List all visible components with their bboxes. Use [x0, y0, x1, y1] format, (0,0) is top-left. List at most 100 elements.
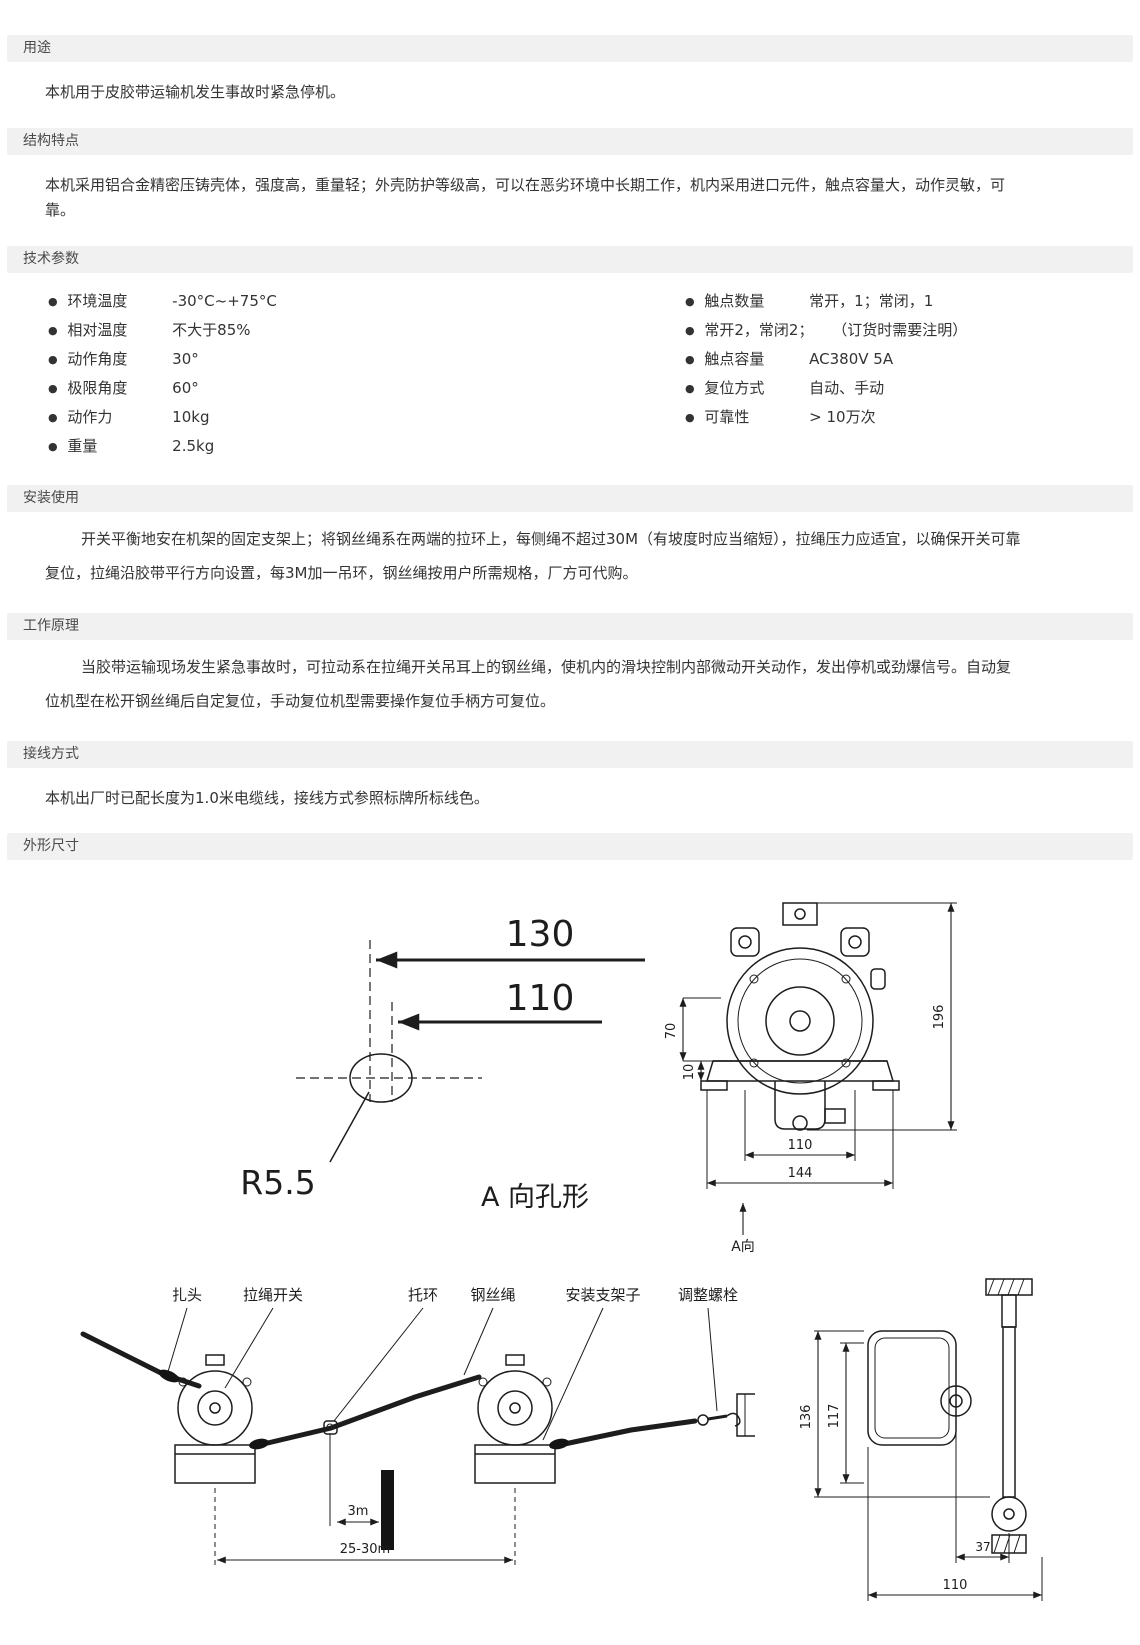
leader-line: [166, 1307, 188, 1376]
tech-params-block: ● 环境温度 -30°C~+75°C ● 相对温度 不大于85% ● 动作角度 …: [48, 287, 1140, 461]
param-label: 重量: [67, 436, 98, 455]
flange-screw: [841, 974, 851, 984]
dim-label-117: 117: [827, 1404, 842, 1429]
flange-screw: [841, 1058, 851, 1068]
wire-rope-run: [80, 1331, 755, 1550]
param-label: 触点数量: [704, 291, 765, 310]
wire-rope-segment: [80, 1331, 202, 1389]
section-header-principle: 工作原理: [7, 612, 1133, 640]
support-ring-hole: [326, 1423, 334, 1431]
section-title-installation: 安装使用: [23, 489, 79, 506]
housing-outer-circle: [726, 947, 874, 1095]
bullet-icon: ●: [48, 410, 58, 424]
section-header-dimensions: 外形尺寸: [7, 833, 1133, 860]
param-row: ● 动作角度 30°: [48, 345, 685, 374]
right-ear: [840, 927, 870, 957]
pull-rope-switch-left: [174, 1354, 256, 1484]
section-title-structure: 结构特点: [23, 132, 79, 149]
dim-label-70: 70: [664, 1023, 679, 1040]
top-stem: [1001, 1294, 1017, 1328]
label-support-ring: 托环: [408, 1286, 438, 1304]
pull-hole-shape: [349, 1053, 413, 1103]
section-header-structure: 结构特点: [7, 127, 1133, 155]
bullet-icon: ●: [685, 294, 695, 308]
left-foot: [700, 1080, 728, 1091]
param-label: 常开2，常闭2；: [704, 320, 814, 339]
param-label: 相对温度: [67, 320, 128, 339]
top-cap: [782, 902, 818, 926]
flange-screw: [749, 1058, 759, 1068]
dim-label-136: 136: [799, 1405, 814, 1430]
section-header-installation: 安装使用: [7, 484, 1133, 512]
radius-label: R5.5: [240, 1163, 315, 1202]
switch-front-body: [700, 902, 900, 1131]
installation-body: 开关平衡地安在机架的固定支架上；将钢丝绳系在两端的拉环上，每侧绳不超过30M（有…: [45, 529, 1021, 583]
dim-label-3m: 3m: [348, 1504, 369, 1519]
bullet-icon: ●: [685, 352, 695, 366]
hole-form-drawing: 130 110 R5.5 A 向孔形: [240, 914, 645, 1213]
hatch-line: [1007, 1278, 1015, 1296]
dim-label-196: 196: [932, 1005, 947, 1030]
param-value: （订货时需要注明）: [832, 320, 968, 339]
bullet-icon: ●: [685, 381, 695, 395]
leader-line: [707, 1307, 718, 1412]
param-label: 极限角度: [67, 378, 128, 397]
wire-rope-segment: [252, 1374, 482, 1449]
part-labels: 扎头 拉绳开关 托环 钢丝绳 安装支架子 调整螺栓: [166, 1286, 738, 1441]
installation-diagram: 扎头 拉绳开关 托环 钢丝绳 安装支架子 调整螺栓: [80, 1286, 755, 1568]
param-row: ● 极限角度 60°: [48, 374, 685, 403]
bottom-bolt: [792, 1115, 808, 1131]
param-row: ● 重量 2.5kg: [48, 432, 685, 461]
param-row: ● 复位方式 自动、手动: [685, 374, 967, 403]
right-foot: [872, 1080, 900, 1091]
dim-label-110: 110: [788, 1138, 813, 1153]
hole-form-caption: A 向孔形: [481, 1182, 589, 1213]
lower-stem: [774, 1081, 826, 1130]
leader-line: [463, 1307, 494, 1376]
param-value: 10kg: [172, 407, 210, 426]
dim-label-37: 37: [975, 1540, 990, 1554]
rope-clamp: [249, 1438, 269, 1450]
param-row: ● 可靠性 > 10万次: [685, 403, 967, 432]
install-dimensions: 3m 25-30m: [214, 1488, 516, 1568]
param-label: 环境温度: [67, 291, 128, 310]
param-row: ● 相对温度 不大于85%: [48, 316, 685, 345]
top-screw-hole: [794, 908, 806, 920]
shaft-hole: [949, 1394, 963, 1408]
label-adjusting-bolt: 调整螺栓: [678, 1286, 738, 1304]
param-value: 30°: [172, 349, 199, 368]
belt-frame-post: [381, 1470, 394, 1550]
section-title-wiring: 接线方式: [23, 745, 79, 762]
param-value: > 10万次: [809, 407, 876, 426]
param-value: AC380V 5A: [809, 349, 894, 368]
label-rope-clamp: 扎头: [172, 1286, 202, 1304]
hatch-line: [993, 1534, 1001, 1554]
param-row: ● 环境温度 -30°C~+75°C: [48, 287, 685, 316]
housing-flange-circle: [737, 958, 863, 1084]
param-value: 常开，1；常闭，1: [809, 291, 934, 310]
product-datasheet-page: 用途 本机用于皮胶带运输机发生事故时紧急停机。 结构特点 本机采用铝合金精密压铸…: [0, 35, 1140, 1645]
hatch-line: [987, 1278, 995, 1296]
radius-leader-line: [329, 1091, 370, 1163]
tech-params-right-column: ● 触点数量 常开，1；常闭，1 ● 常开2，常闭2； （订货时需要注明） ● …: [685, 287, 967, 461]
param-value: 自动、手动: [809, 378, 885, 397]
hatch-line: [1017, 1278, 1025, 1296]
section-title-principle: 工作原理: [23, 617, 79, 634]
left-ear-hole: [738, 935, 752, 949]
bullet-icon: ●: [48, 439, 58, 453]
dim-label-130: 130: [506, 914, 575, 955]
bullet-icon: ●: [48, 352, 58, 366]
dim-label-span: 25-30m: [340, 1542, 390, 1557]
param-value: 不大于85%: [172, 320, 251, 339]
view-direction-label: A向: [731, 1239, 755, 1255]
section-title-dimensions: 外形尺寸: [23, 838, 79, 854]
param-row: ● 常开2，常闭2； （订货时需要注明）: [685, 316, 967, 345]
label-wire-rope: 钢丝绳: [470, 1286, 515, 1304]
param-row: ● 触点数量 常开，1；常闭，1: [685, 287, 967, 316]
leader-line: [542, 1307, 604, 1441]
pulley: [991, 1496, 1027, 1532]
section-header-purpose: 用途: [7, 35, 1133, 62]
param-label: 动作角度: [67, 349, 128, 368]
purpose-body: 本机用于皮胶带运输机发生事故时紧急停机。: [45, 83, 346, 101]
shaft-boss: [940, 1385, 972, 1417]
